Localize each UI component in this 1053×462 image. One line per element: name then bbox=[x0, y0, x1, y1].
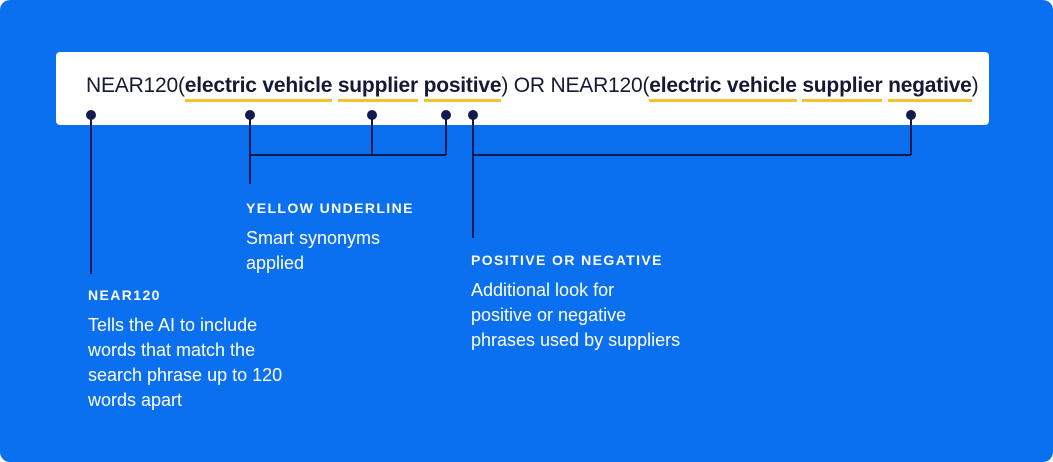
term-electric-vehicle-2: electric vehicle bbox=[649, 74, 797, 102]
sentiment-dot-right bbox=[906, 110, 916, 120]
yellow-underline-line-1: Smart synonyms bbox=[246, 228, 381, 248]
search-query: NEAR120(electric vehicle supplier positi… bbox=[86, 74, 979, 102]
sentiment-dot-left bbox=[468, 110, 478, 120]
term-electric-vehicle-1: electric vehicle bbox=[184, 74, 332, 102]
near120-dot bbox=[86, 110, 96, 120]
underline-dot-3 bbox=[441, 110, 451, 120]
term-positive: positive bbox=[423, 74, 502, 102]
near120-heading: NEAR120 bbox=[88, 287, 161, 303]
term-supplier-1: supplier bbox=[337, 74, 418, 102]
close-paren: ) bbox=[971, 74, 979, 97]
or-operator: ) OR NEAR120( bbox=[501, 74, 650, 97]
positive-negative-line-3: phrases used by suppliers bbox=[471, 330, 681, 350]
yellow-underline-line-2: applied bbox=[246, 253, 305, 273]
positive-negative-line-1: Additional look for bbox=[471, 280, 615, 300]
yellow-underline-annotation: YELLOW UNDERLINE Smart synonyms applied bbox=[246, 200, 414, 276]
underline-dot-1 bbox=[245, 110, 255, 120]
near120-line-3: search phrase up to 120 bbox=[88, 365, 283, 385]
near120-line-1: Tells the AI to include bbox=[88, 315, 258, 335]
near120-annotation: NEAR120 Tells the AI to include words th… bbox=[88, 287, 282, 413]
positive-negative-line-2: positive or negative bbox=[471, 305, 627, 325]
near-operator-1: NEAR120( bbox=[86, 74, 185, 97]
underline-dot-2 bbox=[367, 110, 377, 120]
query-box: NEAR120(electric vehicle supplier positi… bbox=[56, 52, 989, 125]
positive-negative-heading: POSITIVE OR NEGATIVE bbox=[471, 252, 663, 268]
yellow-underline-heading: YELLOW UNDERLINE bbox=[246, 200, 414, 216]
near120-line-2: words that match the bbox=[88, 340, 256, 360]
positive-negative-annotation: POSITIVE OR NEGATIVE Additional look for… bbox=[471, 252, 680, 353]
term-negative: negative bbox=[888, 74, 972, 102]
near120-line-4: words apart bbox=[88, 390, 183, 410]
term-supplier-2: supplier bbox=[802, 74, 883, 102]
